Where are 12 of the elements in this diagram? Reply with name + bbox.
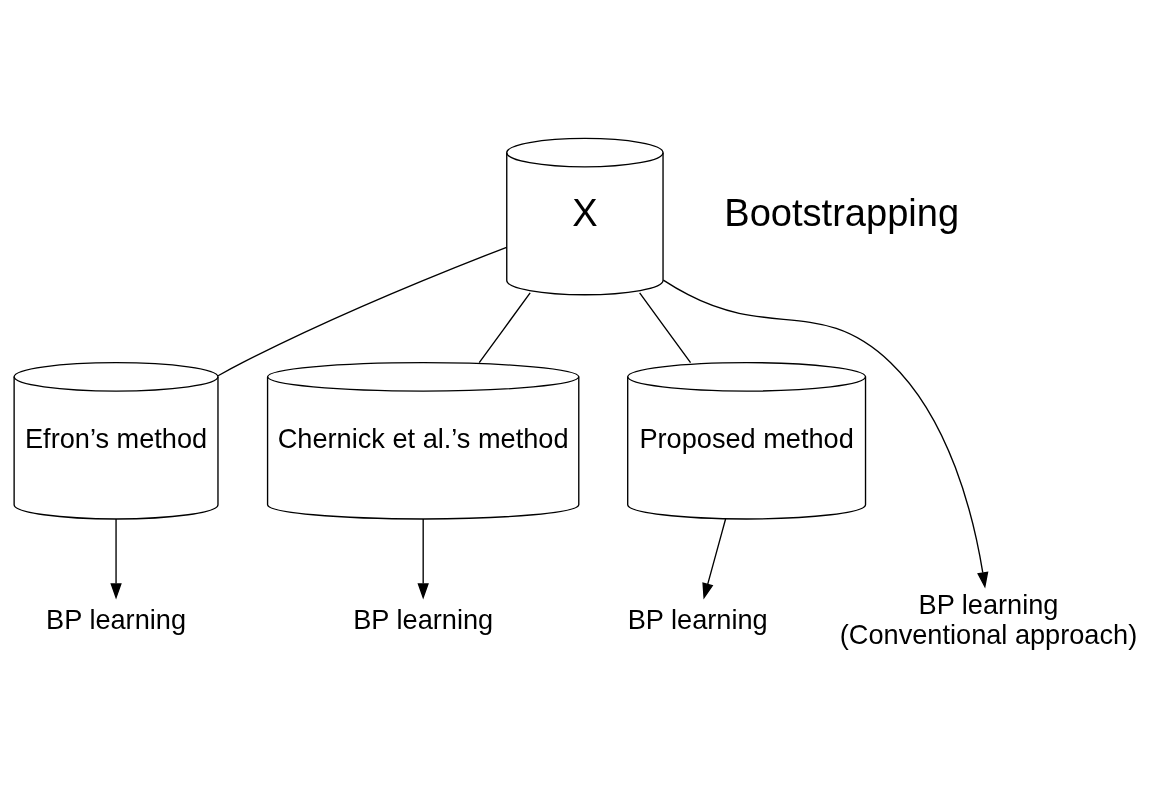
arrow — [662, 279, 989, 589]
arrow — [702, 518, 727, 600]
arrow — [110, 518, 122, 600]
node-text: BP learning — [627, 604, 768, 636]
node-text: BP learning (Conventional approach) — [839, 589, 1138, 650]
connector — [478, 292, 531, 364]
node-text: BP learning — [46, 604, 186, 636]
label: Bootstrapping — [724, 191, 960, 234]
arrow — [417, 518, 429, 600]
connector — [217, 246, 508, 377]
node-text: BP learning — [353, 604, 494, 636]
connector — [638, 292, 692, 364]
